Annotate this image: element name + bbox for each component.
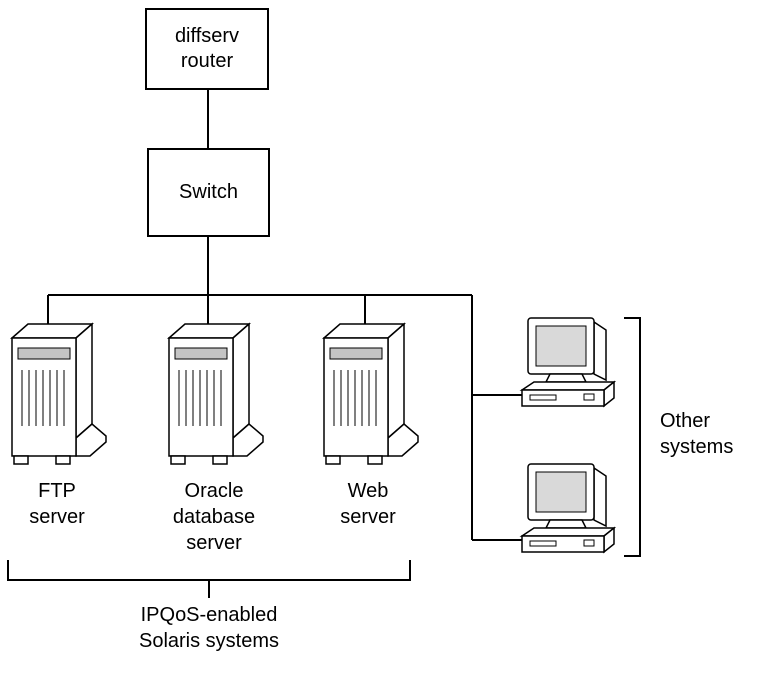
web-server-label: Web server: [340, 480, 396, 528]
switch-label: Switch: [179, 181, 238, 203]
connector-lines: [47, 90, 524, 541]
diffserv-router-label: diffserv router: [174, 25, 240, 72]
ipqos-group-label: IPQoS-enabled Solaris systems: [138, 604, 280, 652]
switch-node: Switch: [147, 148, 270, 237]
oracle-database-server-label: Oracle database server: [172, 480, 256, 554]
workstation-1-icon: [521, 317, 615, 407]
ftp-server-label: FTP server: [29, 480, 85, 528]
other-systems-label: Other systems: [660, 410, 734, 458]
web-server-icon: [323, 323, 419, 465]
workstation-2-icon: [521, 463, 615, 553]
oracle-database-server-icon: [168, 323, 264, 465]
ipqos-bracket: [7, 560, 411, 598]
diffserv-router-node: diffserv router: [145, 8, 269, 90]
other-systems-bracket: [624, 317, 641, 557]
ftp-server-icon: [11, 323, 107, 465]
